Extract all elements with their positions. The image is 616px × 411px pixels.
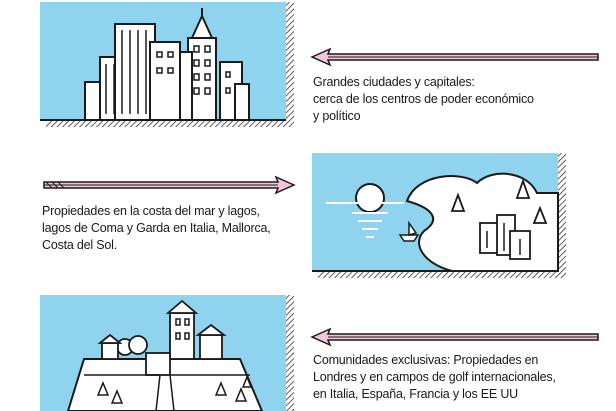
city-illustration [40, 2, 294, 127]
arrow-right [43, 175, 296, 195]
arrow-left [310, 47, 599, 67]
caption-line: Costa del Sol. [42, 238, 118, 252]
caption-line: cerca de los centros de poder económico [313, 92, 534, 106]
coast-illustration [312, 153, 566, 278]
city-skyline-icon [40, 2, 294, 127]
caption-line: Londres y en campos de golf internaciona… [313, 370, 556, 384]
arrow-left [310, 327, 599, 347]
caption-line: lagos de Coma y Garda en Italia, Mallorc… [42, 221, 271, 235]
caption-line: en Italia, España, Francia y los EE UU [313, 387, 518, 401]
community-caption: Comunidades exclusivas: Propiedades en L… [313, 352, 556, 403]
caption-line: Grandes ciudades y capitales: [313, 75, 475, 89]
gated-community-icon [40, 295, 294, 411]
community-illustration [40, 295, 294, 411]
caption-line: Comunidades exclusivas: Propiedades en [313, 353, 539, 367]
caption-line: y político [313, 109, 361, 123]
coast-caption: Propiedades en la costa del mar y lagos,… [42, 203, 271, 254]
caption-line: Propiedades en la costa del mar y lagos, [42, 204, 260, 218]
coast-lake-icon [312, 153, 566, 278]
city-caption: Grandes ciudades y capitales: cerca de l… [313, 74, 534, 125]
